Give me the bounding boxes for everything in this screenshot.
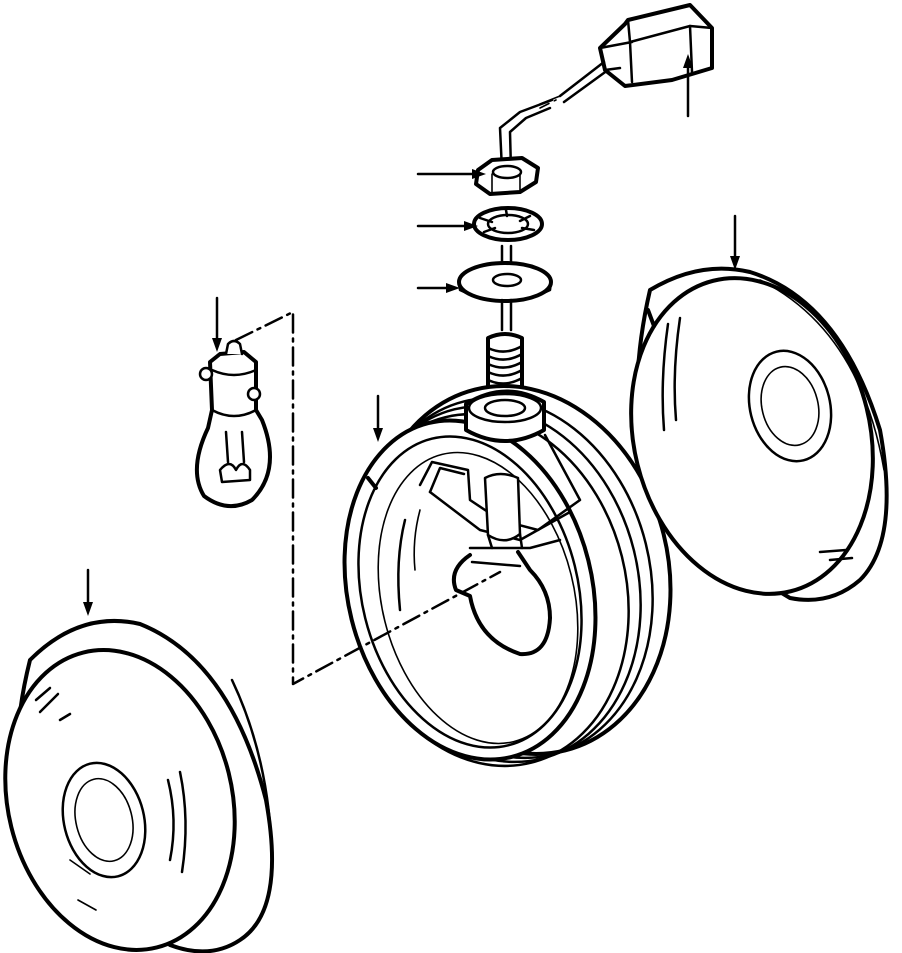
assembly-lines bbox=[234, 99, 557, 686]
leader-arrow-lens-right bbox=[730, 214, 740, 270]
leader-arrow-connector bbox=[683, 54, 693, 118]
leader-arrow-flat-washer bbox=[416, 283, 460, 293]
bulb bbox=[194, 339, 272, 508]
leader-arrow-housing bbox=[373, 394, 383, 442]
flat-washer bbox=[457, 261, 553, 303]
leader-arrow-lock-washer bbox=[416, 221, 478, 231]
leader-arrow-lens-left bbox=[83, 568, 93, 616]
connector-plug bbox=[598, 3, 714, 88]
leader-arrows bbox=[83, 54, 740, 616]
leader-arrow-bulb bbox=[212, 296, 222, 352]
lamp-housing bbox=[342, 384, 673, 768]
hex-nut bbox=[474, 156, 540, 196]
lens-left bbox=[3, 619, 275, 953]
lens-right bbox=[629, 266, 889, 602]
lock-washer bbox=[472, 206, 544, 242]
cable bbox=[498, 60, 610, 172]
leader-arrow-nut bbox=[416, 169, 486, 179]
